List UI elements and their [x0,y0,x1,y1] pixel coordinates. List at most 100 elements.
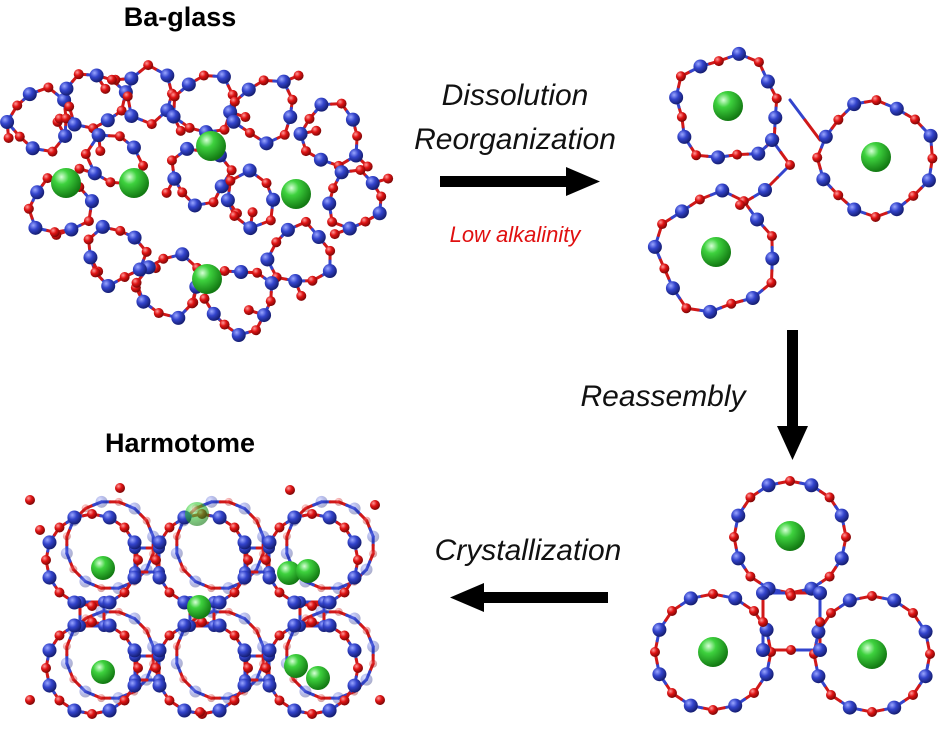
si-atom [67,618,82,633]
harmotome-framework [25,483,385,719]
si-atom [760,74,775,89]
si-atom [345,112,360,127]
si-atom [42,535,57,550]
oxygen-atom [172,642,181,651]
si-atom [372,206,387,221]
oxygen-atom [657,219,668,230]
si-atom [79,685,92,698]
oxygen-atom [146,119,157,130]
si-atom [250,563,263,576]
barium-atom [187,595,211,619]
si-atom [181,77,196,92]
si-atom [262,678,277,693]
oxygen-atom [824,492,835,503]
oxygen-atom [360,216,371,227]
barium-atom [91,556,115,580]
si-atom [347,678,362,693]
oxygen-atom [786,645,796,655]
oxygen-atom [339,695,350,706]
oxygen-atom [311,125,322,136]
barium-atom [857,639,887,669]
si-atom [276,74,291,89]
oxygen-atom [908,690,919,701]
oxygen-atom [114,131,125,142]
oxygen-atom [261,178,272,189]
barium-atom [185,502,209,526]
si-atom [212,703,227,718]
oxygen-atom [83,234,94,245]
si-atom [127,643,142,658]
si-atom [652,667,667,682]
oxygen-atom [825,607,836,618]
oxygen-atom [243,663,253,673]
oxygen-atom [80,149,91,160]
oxygen-atom [383,173,394,184]
si-atom [322,703,337,718]
barium-atom [51,168,81,198]
si-atom [175,247,190,262]
oxygen-atom [23,203,34,214]
oxygen-atom [274,587,285,598]
oxygen-atom [307,601,317,611]
oxygen-atom [100,83,111,94]
oxygen-atom [225,175,236,186]
oxygen-atom [766,231,777,242]
si-atom [128,502,141,515]
si-atom [234,265,249,280]
si-atom [889,101,904,116]
si-atom [25,141,40,156]
oxygen-atom [327,216,338,227]
si-atom [715,183,730,198]
si-atom [348,502,361,515]
oxygen-atom [258,75,269,86]
oxygen-atom [369,549,378,558]
si-atom [758,183,772,197]
si-atom [703,304,718,319]
si-atom [102,595,117,610]
barium-atom [296,559,320,583]
si-atom [262,643,277,658]
oxygen-atom [87,509,97,519]
si-atom [314,97,329,112]
si-atom [347,535,362,550]
si-atom [887,700,902,715]
si-atom [60,547,73,560]
oxygen-atom [14,131,25,142]
arrow-left [450,583,608,612]
oxygen-atom [666,688,677,699]
oxygen-atom [224,497,233,506]
barium-atom [281,179,311,209]
oxygen-atom [138,160,149,171]
oxygen-atom [229,587,240,598]
oxygen-atom [908,190,919,201]
si-atom [889,202,904,217]
oxygen-atom [61,113,72,124]
si-atom [731,508,746,523]
si-atom [28,220,43,235]
oxygen-atom [301,504,310,513]
si-atom [22,87,37,102]
si-atom [187,198,202,213]
si-atom [166,109,181,124]
si-atom [677,129,692,144]
oxygen-atom [300,216,311,227]
oxygen-atom [307,275,318,286]
si-atom [266,192,281,207]
oxygen-atom [169,91,180,102]
si-atom [67,703,82,718]
si-atom [299,685,312,698]
oxygen-atom [229,695,240,706]
oxygen-atom [261,555,271,565]
barium-atom [119,168,149,198]
oxygen-atom [122,91,133,102]
si-atom [813,586,827,600]
oxygen-atom [713,56,724,67]
oxygen-atom [47,146,58,157]
arrow-right [440,167,600,196]
oxygen-atom [749,605,760,616]
oxygen-atom [54,630,65,641]
oxygen-atom [749,688,760,699]
oxygen-atom [97,584,106,593]
oxygen-atom [95,146,106,157]
